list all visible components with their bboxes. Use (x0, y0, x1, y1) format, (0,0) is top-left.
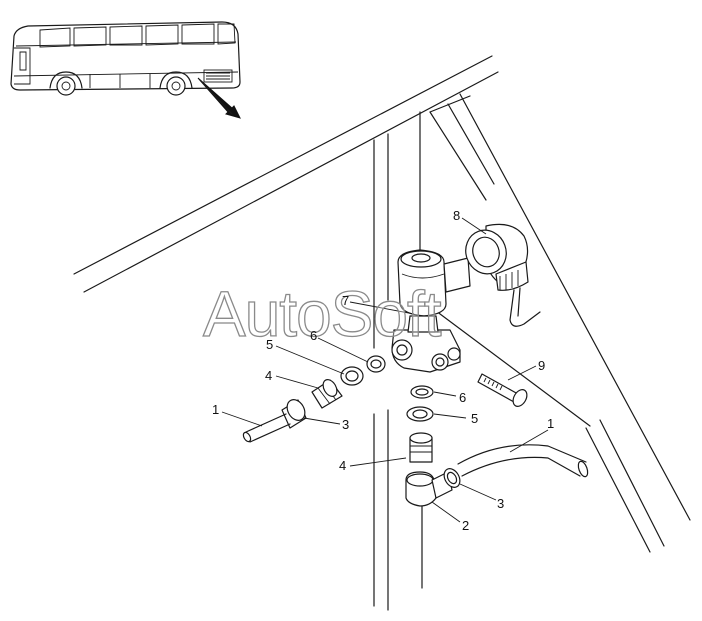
callout-labels: 1 1 2 3 3 4 4 5 5 6 6 7 8 9 (212, 208, 554, 533)
callout-9: 9 (538, 358, 545, 373)
valve-body (391, 249, 471, 373)
elbow-connector (465, 223, 541, 327)
bus-locator-icon (10, 21, 241, 96)
callout-4-lower: 4 (339, 458, 346, 473)
lower-fitting-group (405, 385, 589, 507)
watermark-text: AutoSoft (203, 278, 442, 350)
callout-8: 8 (453, 208, 460, 223)
callout-6-upper: 6 (310, 328, 317, 343)
callout-1-right: 1 (547, 416, 554, 431)
frame-structure (73, 55, 691, 611)
location-arrow-icon (197, 77, 241, 119)
callout-6-lower: 6 (459, 390, 466, 405)
callout-4-upper: 4 (265, 368, 272, 383)
leader-lines (221, 217, 549, 523)
callout-5-upper: 5 (266, 337, 273, 352)
callout-1-left: 1 (212, 402, 219, 417)
callout-5-lower: 5 (471, 411, 478, 426)
callout-3-left: 3 (342, 417, 349, 432)
banjo-bolt (477, 373, 528, 407)
left-fitting-group (242, 355, 386, 443)
callout-2: 2 (462, 518, 469, 533)
callout-7: 7 (342, 293, 349, 308)
callout-3-right: 3 (497, 496, 504, 511)
